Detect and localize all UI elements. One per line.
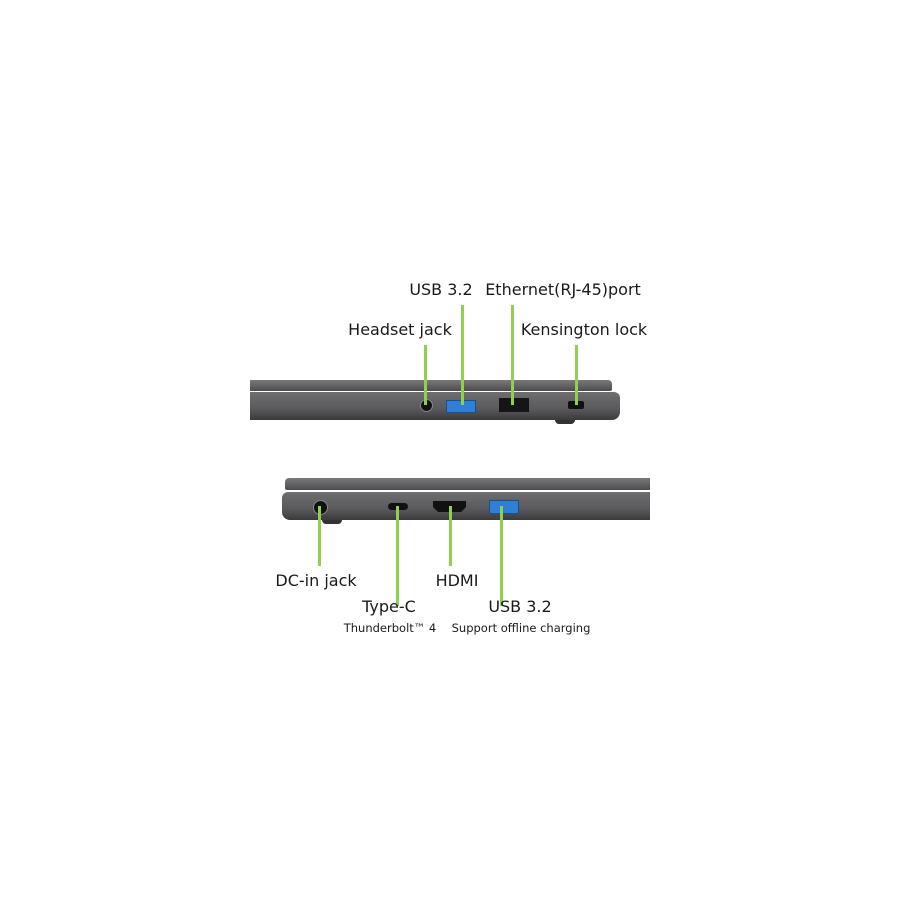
kensington-lock-slot: [568, 401, 584, 409]
callout-line-dc-in: [318, 506, 321, 566]
label-usb-left-sub: Support offline charging: [451, 621, 591, 635]
laptop-foot: [555, 420, 575, 424]
status-led-icons: [372, 404, 412, 408]
callout-line-hdmi: [449, 506, 452, 566]
callout-line-headset: [424, 345, 427, 405]
callout-line-ethernet: [511, 305, 514, 405]
laptop-lid: [285, 478, 650, 490]
laptop-base: [282, 492, 650, 520]
laptop-lid: [250, 380, 612, 391]
label-kensington: Kensington lock: [520, 320, 648, 339]
label-type-c: Type-C: [362, 597, 416, 616]
ethernet-port: [499, 398, 529, 412]
callout-line-kensington: [575, 345, 578, 405]
label-usb-left: USB 3.2: [488, 597, 552, 616]
callout-line-usb: [500, 506, 503, 606]
usb-a-port-blue: [489, 500, 519, 514]
label-headset: Headset jack: [348, 320, 452, 339]
laptop-foot: [322, 520, 342, 524]
label-hdmi: HDMI: [435, 571, 479, 590]
callout-line-type-c: [396, 506, 399, 606]
callout-line-usb: [461, 305, 464, 405]
label-type-c-sub: Thunderbolt™ 4: [343, 621, 437, 635]
label-ethernet: Ethernet(RJ-45)port: [485, 280, 641, 299]
laptop-base: [250, 392, 620, 420]
label-usb-right: USB 3.2: [409, 280, 473, 299]
label-dc-in: DC-in jack: [275, 571, 357, 590]
